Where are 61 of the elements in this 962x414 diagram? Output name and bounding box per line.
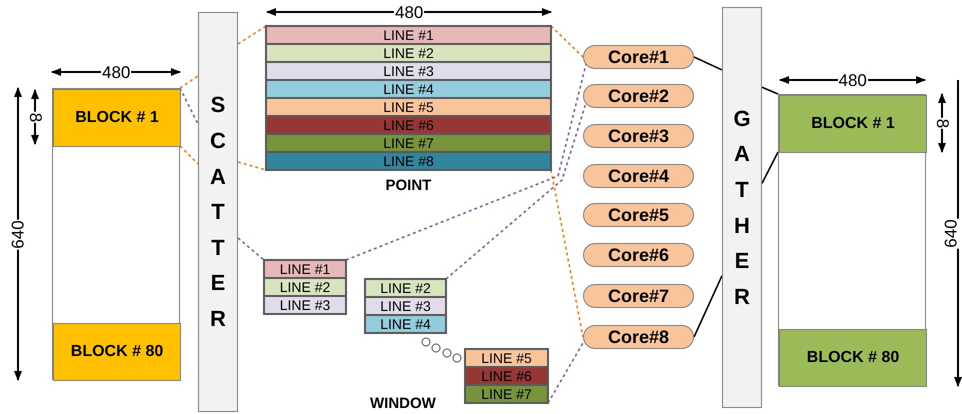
core-pill: Core#4: [583, 164, 694, 188]
connector-line: [238, 161, 266, 171]
line-bar: LINE #2: [365, 279, 446, 297]
connector-line: [694, 56, 722, 71]
core-pill: Core#2: [583, 84, 694, 108]
connector-line: [237, 237, 265, 261]
block-frame: [778, 94, 926, 386]
group-caption: POINT: [384, 178, 432, 193]
connector-line: [179, 88, 199, 124]
connector-line: [179, 145, 199, 165]
dimension-label: 640: [10, 218, 27, 250]
line-group: [465, 349, 548, 403]
line-group: [266, 26, 551, 170]
stage-label: SCATTER: [209, 91, 227, 334]
block-box: BLOCK # 80: [779, 329, 927, 387]
block-box: BLOCK # 80: [53, 323, 181, 381]
connector-line: [550, 170, 584, 338]
block-box: BLOCK # 1: [53, 89, 181, 147]
line-group: [264, 260, 346, 314]
line-bar: LINE #4: [266, 80, 551, 98]
line-bar: LINE #3: [264, 296, 346, 314]
core-pill: Core#3: [583, 124, 694, 148]
connector-line: [180, 75, 198, 89]
line-bar: LINE #6: [465, 367, 548, 385]
line-bar: LINE #7: [465, 385, 548, 403]
line-bar: LINE #2: [266, 44, 551, 62]
line-bar: LINE #4: [365, 315, 446, 333]
line-bar: LINE #8: [266, 152, 551, 170]
connector-line: [547, 342, 584, 404]
group-caption: WINDOW: [369, 396, 437, 411]
dimension-label: 480: [838, 72, 868, 88]
line-bar: LINE #7: [266, 134, 551, 152]
stage-bar: [722, 7, 762, 408]
dimension-label: 8: [934, 117, 951, 129]
line-bar: LINE #6: [266, 116, 551, 134]
stage-bar: [198, 12, 238, 412]
line-bar: LINE #5: [465, 349, 548, 367]
connector-line: [238, 25, 266, 45]
line-bar: LINE #1: [266, 26, 551, 44]
line-bar: LINE #1: [264, 260, 346, 278]
line-bar: LINE #3: [365, 297, 446, 315]
line-bar: LINE #3: [266, 62, 551, 80]
line-group: [365, 279, 446, 333]
core-pill: Core#5: [583, 203, 694, 227]
line-bar: LINE #5: [266, 98, 551, 116]
core-pill: Core#1: [583, 45, 694, 69]
dimension-label: 8: [26, 111, 44, 123]
connector-line: [550, 25, 584, 58]
dimension-label: 480: [394, 4, 424, 20]
block-box: BLOCK # 1: [779, 95, 927, 153]
core-pill: Core#6: [583, 243, 694, 267]
connector-line: [693, 275, 723, 338]
core-pill: Core#7: [583, 284, 694, 308]
dimension-label: 480: [101, 64, 132, 80]
stage-label: GATHER: [732, 104, 752, 311]
line-bar: LINE #2: [264, 278, 346, 296]
block-frame: [52, 88, 180, 380]
core-pill: Core#8: [583, 325, 694, 349]
connector-line: [762, 86, 778, 95]
connector-line: [761, 152, 779, 184]
dimension-label: 640: [942, 218, 960, 248]
